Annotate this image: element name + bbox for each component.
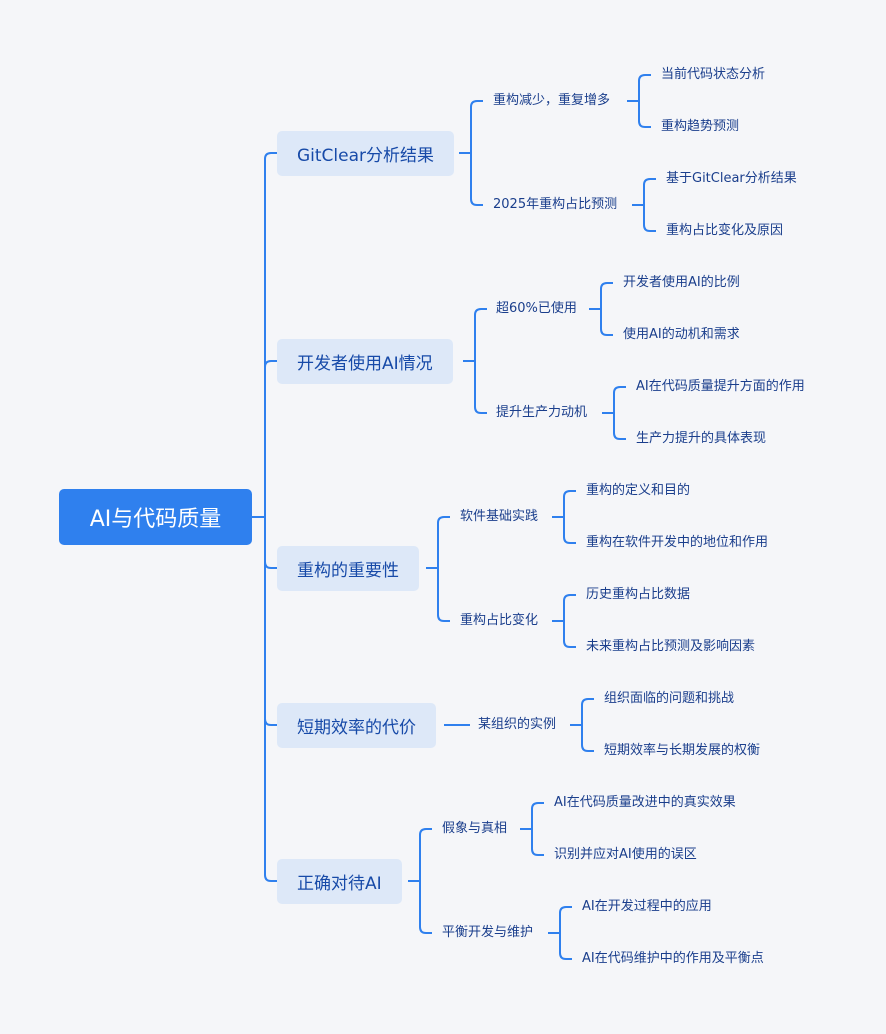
topic-org-example[interactable]: 某组织的实例 — [478, 717, 557, 732]
leaf-current-code-state[interactable]: 当前代码状态分析 — [661, 67, 766, 82]
connector-l2-3-branch-1 — [613, 413, 626, 440]
leaf-ai-in-maintenance[interactable]: AI在代码维护中的作用及平衡点 — [582, 951, 764, 966]
topic-illusion-truth[interactable]: 假象与真相 — [442, 821, 508, 836]
connector-l2-7-branch-0 — [531, 802, 544, 829]
connector-root-branch-1 — [264, 360, 277, 517]
leaf-refactor-definition[interactable]: 重构的定义和目的 — [586, 483, 691, 498]
branch-refactor-importance[interactable]: 重构的重要性 — [277, 546, 419, 591]
leaf-org-challenges[interactable]: 组织面临的问题和挑战 — [604, 691, 735, 706]
leaf-short-long-tradeoff[interactable]: 短期效率与长期发展的权衡 — [604, 743, 761, 758]
leaf-productivity-details[interactable]: 生产力提升的具体表现 — [636, 431, 767, 446]
connector-l2-8-branch-1 — [559, 933, 572, 960]
connector-dev-ai-branch-1 — [474, 361, 487, 414]
branch-developer-ai-usage[interactable]: 开发者使用AI情况 — [277, 339, 453, 384]
connector-refactor-branch-1 — [437, 568, 450, 622]
connector-gitclear-branch-0 — [470, 100, 483, 153]
connector-l2-3-branch-0 — [613, 386, 626, 413]
topic-2025-forecast[interactable]: 2025年重构占比预测 — [493, 197, 618, 212]
connector-l2-7-branch-1 — [531, 829, 544, 856]
leaf-ratio-change-reason[interactable]: 重构占比变化及原因 — [666, 223, 784, 238]
topic-balance-dev-maintenance[interactable]: 平衡开发与维护 — [442, 925, 534, 940]
connector-l2-6-branch-0 — [581, 698, 594, 725]
connector-l2-5-branch-0 — [563, 594, 576, 621]
connector-l2-1-branch-0 — [643, 178, 656, 205]
topic-software-basics[interactable]: 软件基础实践 — [460, 509, 539, 524]
leaf-history-data[interactable]: 历史重构占比数据 — [586, 587, 691, 602]
connector-root-branch-2 — [264, 517, 277, 569]
connector-root-branch-4 — [264, 517, 277, 882]
leaf-ai-in-dev[interactable]: AI在开发过程中的应用 — [582, 899, 712, 914]
leaf-refactor-trend[interactable]: 重构趋势预测 — [661, 119, 740, 134]
connector-dev-ai-branch-0 — [474, 308, 487, 361]
connector-refactor-branch-0 — [437, 516, 450, 568]
connector-root-branch-3 — [264, 517, 277, 726]
branch-gitclear[interactable]: GitClear分析结果 — [277, 131, 455, 176]
leaf-ai-misconceptions[interactable]: 识别并应对AI使用的误区 — [554, 847, 697, 862]
connector-l2-8-branch-0 — [559, 906, 572, 933]
connector-treat-ai-branch-0 — [419, 828, 432, 881]
connector-l2-2-branch-1 — [600, 309, 613, 336]
connector-gitclear-branch-1 — [470, 153, 483, 206]
connector-treat-ai-branch-1 — [419, 881, 432, 934]
topic-refactor-decrease[interactable]: 重构减少，重复增多 — [493, 93, 611, 108]
branch-short-term-cost[interactable]: 短期效率的代价 — [277, 703, 436, 748]
connector-l2-4-branch-1 — [563, 517, 576, 544]
connector-root-branch-0 — [264, 152, 277, 517]
connector-l2-6-branch-1 — [581, 725, 594, 752]
topic-refactor-ratio-change[interactable]: 重构占比变化 — [460, 613, 539, 628]
leaf-ai-quality-role[interactable]: AI在代码质量提升方面的作用 — [636, 379, 805, 394]
root-node[interactable]: AI与代码质量 — [59, 489, 252, 545]
connector-l2-0-branch-0 — [638, 74, 651, 101]
leaf-based-on-gitclear[interactable]: 基于GitClear分析结果 — [666, 171, 797, 186]
leaf-future-forecast[interactable]: 未来重构占比预测及影响因素 — [586, 639, 756, 654]
connector-l2-4-branch-0 — [563, 490, 576, 517]
leaf-refactor-role[interactable]: 重构在软件开发中的地位和作用 — [586, 535, 769, 550]
topic-productivity-motive[interactable]: 提升生产力动机 — [496, 405, 588, 420]
connector-l2-1-branch-1 — [643, 205, 656, 232]
connector-l2-0-branch-1 — [638, 101, 651, 128]
topic-over-60-percent[interactable]: 超60%已使用 — [496, 301, 577, 316]
connector-l2-5-branch-1 — [563, 621, 576, 648]
connector-l2-2-branch-0 — [600, 282, 613, 309]
leaf-ai-real-effect[interactable]: AI在代码质量改进中的真实效果 — [554, 795, 736, 810]
leaf-dev-ai-ratio[interactable]: 开发者使用AI的比例 — [623, 275, 740, 290]
leaf-ai-motive-needs[interactable]: 使用AI的动机和需求 — [623, 327, 740, 342]
branch-treat-ai-correctly[interactable]: 正确对待AI — [277, 859, 402, 904]
